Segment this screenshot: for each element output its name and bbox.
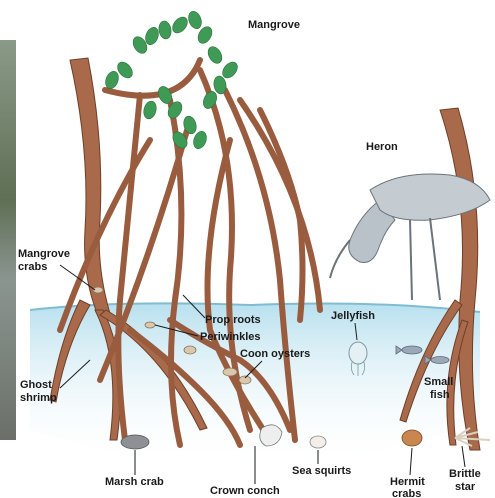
label-mangrove: Mangrove (248, 19, 300, 31)
label-hermit-crabs-1: Hermit (390, 476, 425, 488)
label-hermit-crabs-2: crabs (392, 488, 421, 498)
label-brittle-star-1: Brittle (449, 468, 481, 480)
label-brittle-star-2: star (455, 481, 476, 493)
label-marsh-crab: Marsh crab (105, 476, 164, 488)
label-mangrove-crabs-1: Mangrove (18, 248, 70, 260)
label-prop-roots: Prop roots (205, 314, 261, 326)
label-sea-squirts: Sea squirts (292, 465, 351, 477)
leader-hermit-crabs (410, 448, 412, 475)
label-crown-conch: Crown conch (210, 485, 280, 497)
label-coon-oysters: Coon oysters (240, 348, 310, 360)
label-jellyfish: Jellyfish (331, 310, 375, 322)
label-small-fish-2: fish (430, 389, 450, 401)
leader-brittle-star (462, 446, 465, 467)
label-periwinkles: Periwinkles (200, 331, 261, 343)
background-photo-strip (0, 40, 16, 440)
label-mangrove-crabs-2: crabs (18, 261, 47, 273)
label-small-fish-1: Small (424, 376, 453, 388)
label-heron: Heron (366, 141, 398, 153)
label-ghost-shrimp-1: Ghost (20, 379, 52, 391)
jellyfish (349, 342, 367, 376)
label-ghost-shrimp-2: shrimp (20, 392, 57, 404)
